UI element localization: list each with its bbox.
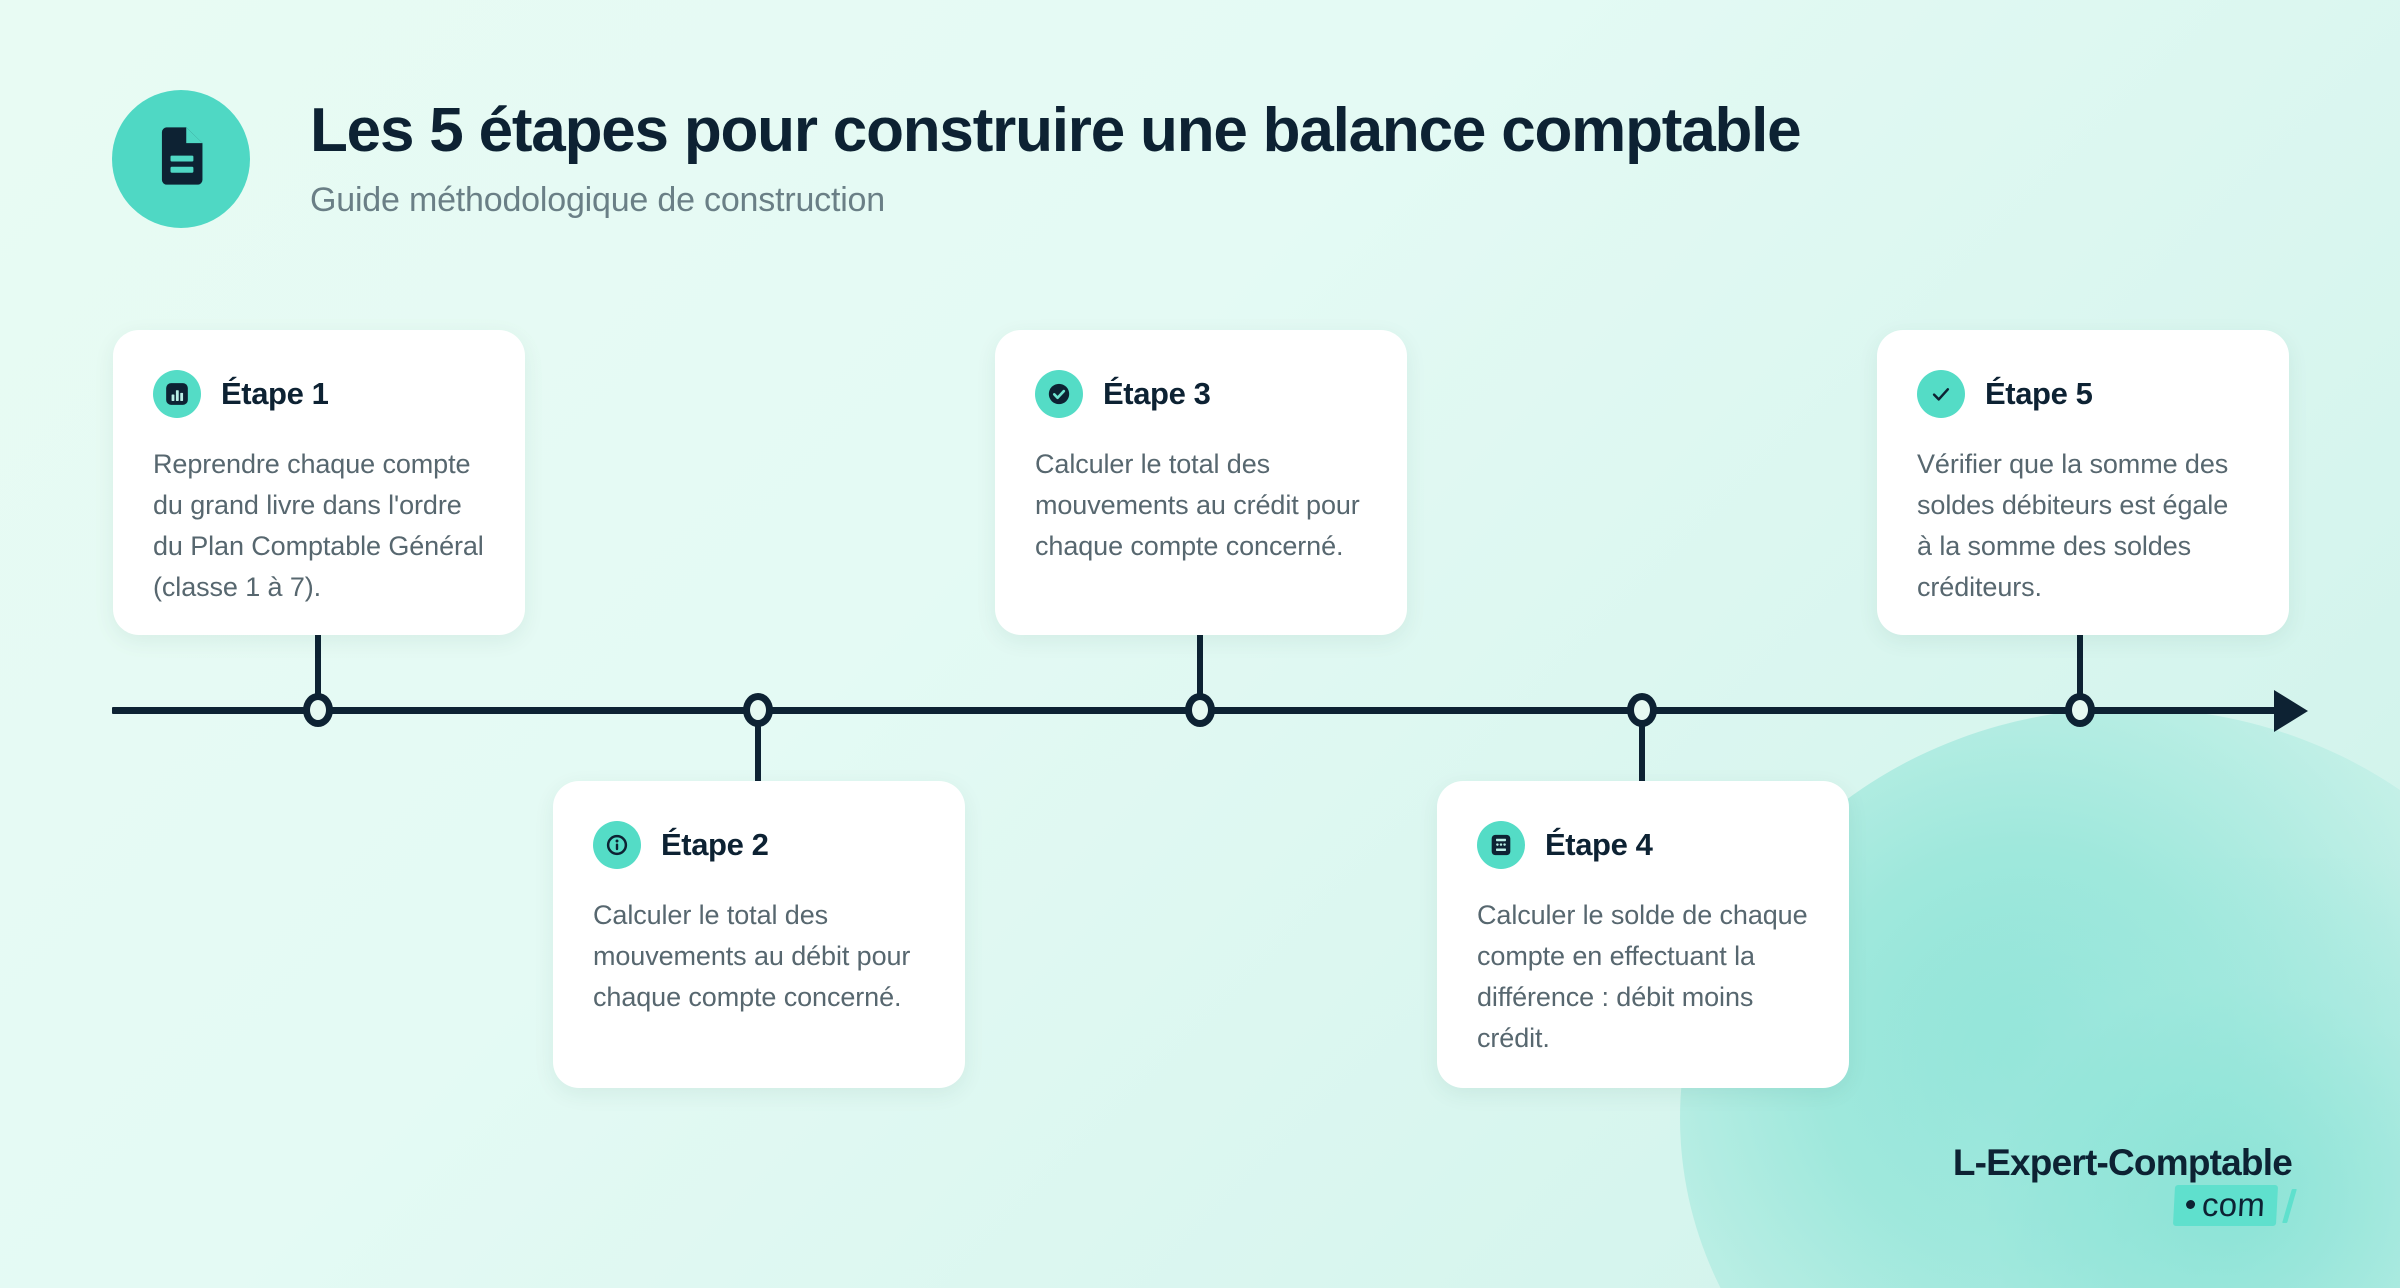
timeline-node-3[interactable] xyxy=(1185,693,1215,727)
connector-stem-5 xyxy=(2077,635,2083,715)
header: Les 5 étapes pour construire une balance… xyxy=(112,88,1802,228)
info-circle-icon xyxy=(593,821,641,869)
arrow-right-icon xyxy=(2274,690,2308,732)
step-card-2[interactable]: Étape 2 Calculer le total des mouvements… xyxy=(553,781,965,1088)
connector-stem-2 xyxy=(755,704,761,784)
step-card-1[interactable]: Étape 1 Reprendre chaque compte du grand… xyxy=(113,330,525,635)
timeline-node-4[interactable] xyxy=(1627,693,1657,727)
step-card-4-text: Calculer le solde de chaque compte en ef… xyxy=(1477,900,1808,1054)
brand-logo-tld-wrap: com xyxy=(1953,1185,2297,1226)
step-card-3-title: Étape 3 xyxy=(1103,376,1211,411)
step-card-3-header: Étape 3 xyxy=(1035,370,1367,418)
brand-logo-tld-badge: com xyxy=(2172,1185,2279,1226)
timeline-node-1[interactable] xyxy=(303,693,333,727)
step-card-5[interactable]: Étape 5 Vérifier que la somme des soldes… xyxy=(1877,330,2289,635)
connector-stem-4 xyxy=(1639,704,1645,784)
timeline-node-2[interactable] xyxy=(743,693,773,727)
step-card-1-text: Reprendre chaque compte du grand livre d… xyxy=(153,449,484,603)
step-card-3[interactable]: Étape 3 Calculer le total des mouvements… xyxy=(995,330,1407,635)
step-card-2-header: Étape 2 xyxy=(593,821,925,869)
step-card-4-header: Étape 4 xyxy=(1477,821,1809,869)
step-card-4[interactable]: Étape 4 Calculer le solde de chaque comp… xyxy=(1437,781,1849,1088)
check-icon xyxy=(1917,370,1965,418)
brand-logo-name: L-Expert-Comptable xyxy=(1952,1142,2293,1183)
header-badge xyxy=(112,90,250,228)
connector-stem-1 xyxy=(315,635,321,715)
dot-icon xyxy=(2185,1200,2196,1209)
step-card-1-title: Étape 1 xyxy=(221,376,329,411)
check-circle-filled-icon xyxy=(1035,370,1083,418)
timeline-node-5[interactable] xyxy=(2065,693,2095,727)
step-card-1-header: Étape 1 xyxy=(153,370,485,418)
step-card-2-text: Calculer le total des mouvements au débi… xyxy=(593,900,911,1013)
calculator-icon xyxy=(1477,821,1525,869)
brand-logo[interactable]: L-Expert-Comptable com xyxy=(1952,1142,2297,1226)
step-card-5-text: Vérifier que la somme des soldes débiteu… xyxy=(1917,449,2229,603)
page-title: Les 5 étapes pour construire une balance… xyxy=(310,96,1802,165)
step-card-2-title: Étape 2 xyxy=(661,827,769,862)
connector-stem-3 xyxy=(1197,635,1203,715)
step-card-5-title: Étape 5 xyxy=(1985,376,2093,411)
step-card-3-text: Calculer le total des mouvements au créd… xyxy=(1035,449,1360,562)
bar-chart-icon xyxy=(153,370,201,418)
page-subtitle: Guide méthodologique de construction xyxy=(310,180,885,219)
step-card-5-header: Étape 5 xyxy=(1917,370,2249,418)
brand-logo-tld: com xyxy=(2200,1186,2267,1223)
slash-accent-icon xyxy=(2282,1188,2297,1223)
document-icon xyxy=(152,126,210,193)
step-card-4-title: Étape 4 xyxy=(1545,827,1653,862)
